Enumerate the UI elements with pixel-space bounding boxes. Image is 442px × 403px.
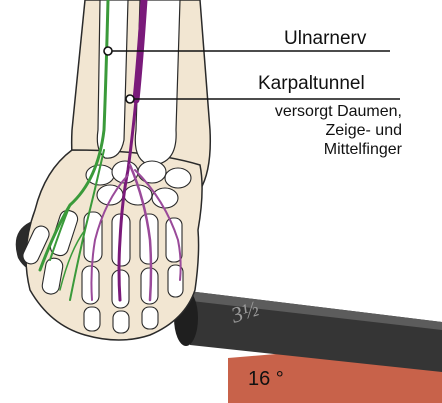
label-ulnar-nerve: Ulnarnerv: [284, 28, 366, 50]
label-carpal-tunnel: Karpaltunnel: [258, 73, 365, 95]
label-carpal-description: versorgt Daumen, Zeige- und Mittelfinger: [244, 102, 402, 159]
angle-label: 16 °: [248, 368, 284, 391]
